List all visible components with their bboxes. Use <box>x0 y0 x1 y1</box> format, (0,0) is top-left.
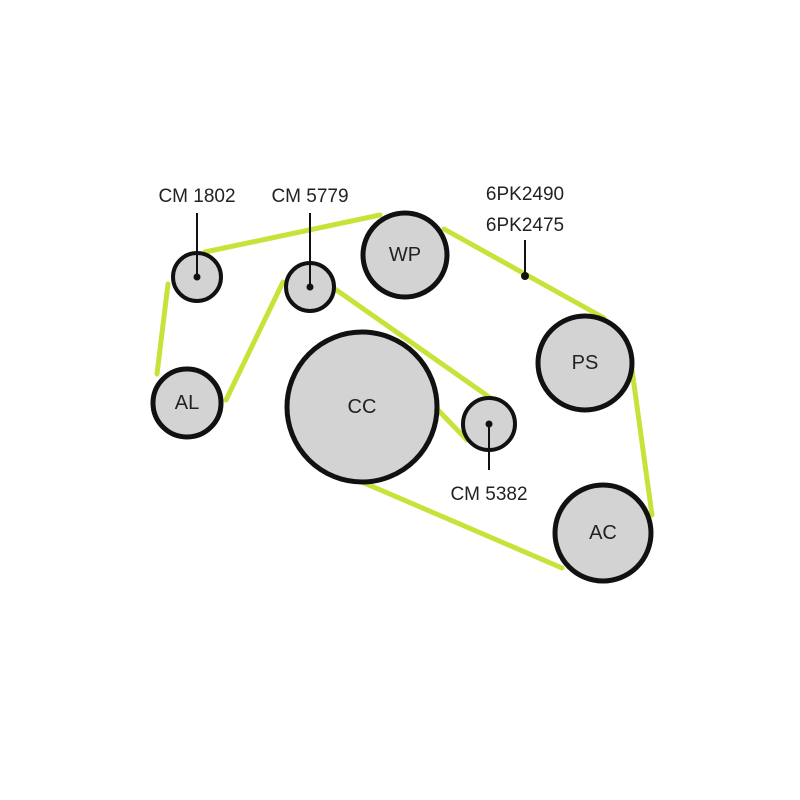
pulley-ac-disc <box>552 482 654 584</box>
pulley-wp-disc <box>360 210 450 300</box>
callout-cm1802: CM 1802 <box>158 186 235 207</box>
idler-cm1802-center <box>193 273 201 281</box>
belt-segment-ac-cc <box>359 479 565 571</box>
belt-segment-ps-ac <box>629 367 655 518</box>
pulley-cc: CC <box>284 329 440 485</box>
pulley-ac-label: AC <box>589 522 617 544</box>
pulley-wp-label: WP <box>389 244 421 266</box>
belt-segment-al-cm1802 <box>154 281 171 377</box>
belt-code-1: 6PK2490 <box>486 184 564 205</box>
belt-code-marker <box>521 272 529 280</box>
idler-cm5382-center <box>485 420 493 428</box>
pulley-al-label: AL <box>175 392 199 414</box>
belt <box>154 212 655 571</box>
belt-segment-cm1802-wp <box>202 212 383 255</box>
belt-segment-cm5382-cm5779 <box>322 279 495 402</box>
pulley-ps-label: PS <box>572 352 599 374</box>
pulley-ps: PS <box>535 313 635 413</box>
pulley-ps-disc <box>535 313 635 413</box>
idler-cm1802: CM 1802 <box>158 186 236 303</box>
pulley-ac: AC <box>552 482 654 584</box>
belt-code-callout: 6PK2490 6PK2475 <box>486 184 564 280</box>
belt-segment-cc-cm5382 <box>435 407 470 443</box>
callout-cm5382: CM 5382 <box>450 484 527 505</box>
callout-cm5779: CM 5779 <box>271 186 348 207</box>
pulley-cc-disc <box>284 329 440 485</box>
pulley-cc-label: CC <box>348 396 377 418</box>
idler-cm5382: CM 5382 <box>450 396 528 505</box>
idler-cm5779: CM 5779 <box>271 186 349 313</box>
belt-code-2: 6PK2475 <box>486 215 564 236</box>
pulley-wp: WP <box>360 210 450 300</box>
pulley-al: AL <box>150 366 224 440</box>
belt-segment-cm5779-al <box>223 279 286 403</box>
pulley-al-disc <box>150 366 224 440</box>
idler-cm5779-center <box>306 283 314 291</box>
